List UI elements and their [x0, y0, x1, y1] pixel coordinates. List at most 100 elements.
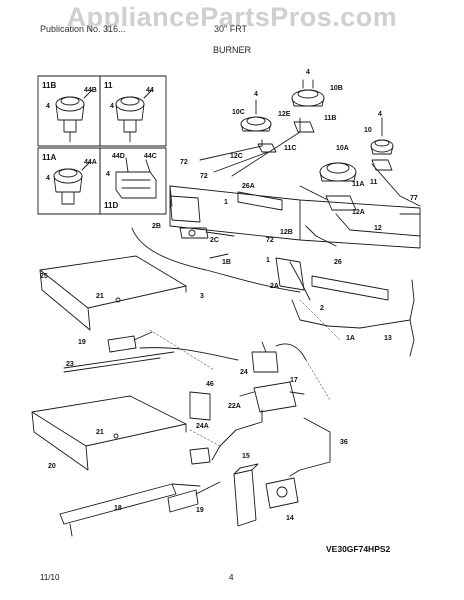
- part-label: 13: [384, 335, 392, 342]
- part-label: 12: [374, 225, 382, 232]
- tube-22a: [211, 409, 263, 461]
- part-label: 2C: [210, 237, 219, 244]
- regulator-14: [265, 477, 299, 509]
- burner-10b: [291, 79, 325, 107]
- manifold-frame: [169, 185, 421, 249]
- part-label: 18: [114, 505, 122, 512]
- inset-labels: 11B 44B 4 11 44 4 11A 44A 4 11D 44D 44C …: [42, 81, 157, 210]
- part-label: 4: [378, 111, 382, 118]
- part-label: 4: [306, 69, 310, 76]
- part-label: 72: [266, 237, 274, 244]
- oven-control-15: [233, 463, 259, 527]
- part-label: 77: [410, 195, 418, 202]
- part-label: 10B: [330, 85, 343, 92]
- part-label: 4: [254, 91, 258, 98]
- footer-date: 11/10: [40, 573, 60, 582]
- thermocouple-wire-3: [131, 227, 301, 293]
- gas-tubes-top: [199, 117, 421, 247]
- inset-callout: 44A: [84, 159, 97, 166]
- igniter-19-upper: [107, 331, 153, 353]
- part-label: 11B: [324, 115, 336, 122]
- part-label: 20: [48, 463, 56, 470]
- part-label: 2: [320, 305, 324, 312]
- part-label: 2A: [270, 283, 279, 290]
- inset-box-11: [99, 75, 167, 147]
- inset-label: 11A: [42, 153, 56, 162]
- part-label: 12C: [230, 153, 243, 160]
- part-label: 22A: [228, 403, 241, 410]
- valve-24a: [189, 447, 211, 465]
- part-label: 12B: [280, 229, 293, 236]
- burner-tube-1a: [291, 279, 415, 357]
- inset-callout: 44C: [144, 153, 157, 160]
- bracket-46: [189, 391, 211, 421]
- part-label: 26A: [242, 183, 255, 190]
- bake-tube-23: [63, 347, 239, 373]
- part-label: 11A: [352, 181, 364, 188]
- section-title: BURNER: [212, 45, 251, 55]
- header-model: 30" FRT: [214, 24, 248, 34]
- bracket-1-left: [169, 195, 201, 223]
- part-label: 12E: [278, 111, 291, 118]
- inset-callout: 44D: [112, 153, 125, 160]
- regulator-17: [239, 381, 305, 413]
- part-label: 17: [290, 377, 298, 384]
- part-label: 12A: [352, 209, 365, 216]
- inset-label: 11B: [42, 81, 56, 90]
- part-label: 24A: [196, 423, 209, 430]
- part-label: 72: [200, 173, 208, 180]
- tube-36: [289, 417, 331, 477]
- igniter-19-lower: [167, 481, 221, 513]
- part-label: 3: [200, 293, 204, 300]
- inset-box-11d: [99, 147, 167, 215]
- part-label: 21: [96, 429, 104, 436]
- part-label: 1: [266, 257, 270, 264]
- valve-2c: [179, 227, 235, 239]
- part-label: 10C: [232, 109, 245, 116]
- bake-burner-18: [59, 483, 201, 537]
- part-label: 21: [96, 293, 104, 300]
- watermark: AppliancePartsPros.com: [66, 2, 398, 32]
- part-label: 72: [180, 159, 188, 166]
- part-label: 1A: [346, 335, 355, 342]
- part-label: 2B: [152, 223, 161, 230]
- model-code: VE30GF74HPS2: [326, 544, 391, 554]
- inset-callout: 44: [146, 87, 154, 94]
- part-label: 25: [40, 273, 48, 280]
- bracket-26a: [237, 191, 283, 211]
- part-label: 14: [286, 515, 294, 522]
- part-label: 36: [340, 439, 348, 446]
- part-label: 19: [78, 339, 86, 346]
- part-label: 1: [224, 199, 228, 206]
- part-label: 10: [364, 127, 372, 134]
- burner-10: [370, 117, 394, 155]
- part-label: 23: [66, 361, 74, 368]
- part-label: 24: [240, 369, 248, 376]
- burner-10a: [319, 162, 357, 182]
- bracket-1-right: [275, 257, 305, 291]
- valve-24: [251, 341, 307, 373]
- part-label: 11C: [284, 145, 296, 152]
- inset-callout: 4: [106, 171, 110, 178]
- part-label: 46: [206, 381, 214, 388]
- bracket-26: [289, 261, 389, 301]
- inset-callout: 4: [110, 103, 114, 110]
- inset-callout: 44B: [84, 87, 97, 94]
- part-label: 1B: [222, 259, 231, 266]
- burner-10c: [240, 99, 272, 132]
- leader-lines: [149, 299, 341, 447]
- header-publication: Publication No. 316...: [40, 24, 126, 34]
- inset-box-11a: [37, 147, 101, 215]
- broil-shield-25: [39, 255, 187, 331]
- footer-page-number: 4: [229, 573, 234, 582]
- lower-shield-20: [31, 395, 187, 471]
- inset-label: 11: [104, 81, 113, 90]
- inset-label: 11D: [104, 201, 118, 210]
- part-label: 11: [370, 179, 378, 186]
- part-label: 26: [334, 259, 342, 266]
- part-label: 19: [196, 507, 204, 514]
- inset-callout: 4: [46, 103, 50, 110]
- part-labels: 4 10B 4 10C 12E 11B 4 10 10A 11A 11C 12C…: [40, 69, 418, 522]
- part-label: 10A: [336, 145, 349, 152]
